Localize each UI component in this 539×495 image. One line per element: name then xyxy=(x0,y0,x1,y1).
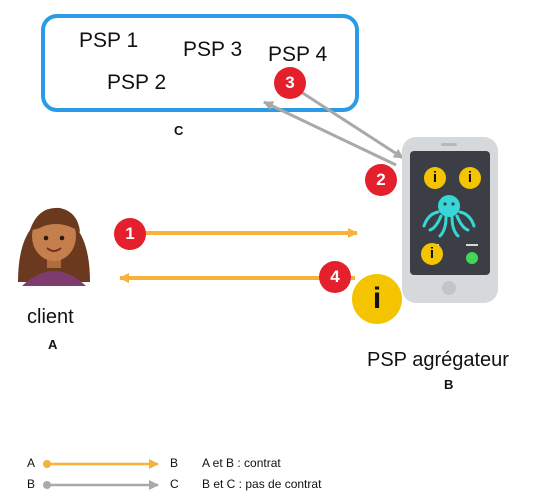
legend-2-from: B xyxy=(27,477,36,491)
step-badge-2: 2 xyxy=(365,164,397,196)
psp-box-letter: C xyxy=(174,123,184,138)
psp-4-label: PSP 4 xyxy=(268,43,328,66)
psp-1-label: PSP 1 xyxy=(79,29,139,52)
step-badge-4: 4 xyxy=(319,261,351,293)
client-letter: A xyxy=(48,337,58,352)
psp-2-label: PSP 2 xyxy=(107,71,167,94)
legend-1-text: A et B : contrat xyxy=(202,456,281,470)
psp-3-label: PSP 3 xyxy=(183,38,243,61)
arrow-c-to-b xyxy=(297,88,404,160)
aggregator-label: PSP agrégateur xyxy=(367,349,509,371)
step-badge-1: 1 xyxy=(114,218,146,250)
legend-1-to: B xyxy=(170,456,179,470)
arrow-b-to-c xyxy=(263,100,397,167)
client-avatar-icon xyxy=(18,207,90,286)
legend-2-text: B et C : pas de contrat xyxy=(202,477,322,491)
legend-1-from: A xyxy=(27,456,36,470)
info-badge-small-3-icon: i xyxy=(421,243,443,265)
octopus-icon xyxy=(422,195,476,238)
info-badge-small-2-icon: i xyxy=(459,167,481,189)
psp-box xyxy=(41,14,359,112)
green-dot-icon xyxy=(466,252,478,264)
info-badge-small-1-icon: i xyxy=(424,167,446,189)
info-badge-large-icon: i xyxy=(352,274,402,324)
client-label: client xyxy=(27,306,74,328)
legend-2-to: C xyxy=(170,477,179,491)
step-badge-3: 3 xyxy=(274,67,306,99)
aggregator-letter: B xyxy=(444,377,454,392)
phone-icon xyxy=(402,137,498,303)
